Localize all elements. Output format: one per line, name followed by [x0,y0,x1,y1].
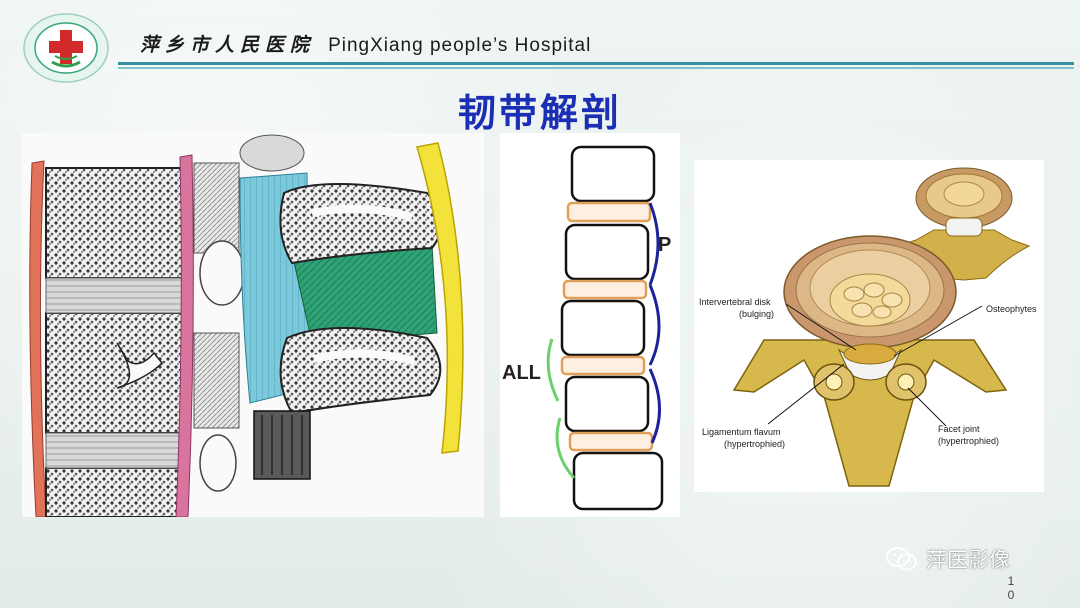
wechat-watermark: 萍医影像 [886,544,1010,574]
inset-vertebra [897,167,1031,281]
pll-line [648,202,662,444]
annotation-ligamentum-sub: (hypertrophied) [724,439,785,449]
annotation-disk-sub: (bulging) [739,309,774,319]
all-line [546,338,576,479]
hospital-name-cn: 萍乡市人民医院 [140,34,316,56]
label-all: ALL [502,362,541,384]
header-divider-thin [118,67,1074,69]
slide-title: 韧带解剖 [457,91,622,135]
ligament-schematic: P ALL [500,133,680,517]
header-divider [118,62,1074,65]
watermark-text: 萍医影像 [926,548,1010,572]
annotation-ligamentum: Ligamentum flavum [702,427,781,437]
annotation-osteophytes: Osteophytes [986,304,1037,314]
anterior-ligament-strip [29,160,47,517]
label-p: P [658,234,671,256]
annotation-disk: Intervertebral disk [699,297,771,307]
sagittal-ligament-illustration [22,133,484,517]
supraspinous-ligament [416,142,464,454]
main-vertebra [732,235,1008,487]
wechat-icon [886,547,917,571]
page-number: 10 [1007,574,1015,602]
annotation-facet: Facet joint [938,424,980,434]
annotation-facet-sub: (hypertrophied) [938,436,999,446]
axial-stenosis-illustration: Intervertebral disk (bulging) Osteophyte… [694,160,1044,492]
hospital-logo [22,12,110,84]
hospital-name: 萍乡市人民医院 PingXiang people’s Hospital [140,30,591,57]
hospital-name-en: PingXiang people’s Hospital [328,35,592,56]
posterior-ligament-strip [175,154,194,517]
